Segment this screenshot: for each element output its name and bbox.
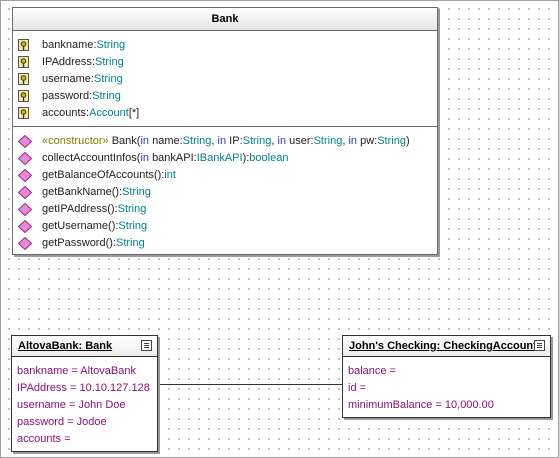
attribute-row[interactable]: password:String — [13, 88, 437, 105]
param-direction: in — [277, 135, 287, 147]
attribute-row[interactable]: username:String — [13, 71, 437, 88]
operations-compartment: «constructor» Bank(in name:String, in IP… — [13, 126, 437, 256]
operation-row[interactable]: getUsername():String — [13, 218, 437, 235]
operation-row[interactable]: getBalanceOfAccounts():int — [13, 167, 437, 184]
pink-diamond-operation-icon — [18, 135, 32, 148]
pink-diamond-operation-icon — [18, 220, 32, 233]
attribute-row[interactable]: accounts:Account[*] — [13, 105, 437, 122]
attribute-name: bankname — [42, 39, 94, 51]
param-type: String — [313, 135, 343, 147]
operation-close: ): — [242, 152, 250, 164]
param-direction: in — [140, 152, 149, 164]
pink-diamond-operation-icon — [18, 169, 32, 182]
instance-johns-checking[interactable]: John's Checking: CheckingAccount balance… — [342, 335, 551, 418]
return-type: String — [122, 186, 151, 198]
slot-row[interactable]: bankname = AltovaBank — [17, 365, 136, 377]
return-type: String — [115, 237, 145, 249]
operation-name: Bank( — [111, 135, 141, 147]
pink-diamond-operation-icon — [18, 152, 32, 165]
instance-link[interactable] — [157, 384, 343, 385]
param-type: IBankAPI — [196, 152, 243, 164]
attribute-name: accounts — [42, 107, 87, 119]
param-name: bankAPI: — [152, 152, 197, 164]
operation-row[interactable]: «constructor» Bank(in name:String, in IP… — [13, 133, 437, 150]
operation-name: getPassword(): — [42, 237, 116, 249]
slot-row[interactable]: username = John Doe — [17, 399, 126, 411]
operation-row[interactable]: getPassword():String — [13, 235, 437, 252]
compartment-toggle-icon[interactable] — [141, 340, 152, 351]
class-bank-title: Bank — [13, 8, 437, 31]
param-type: String — [377, 135, 406, 147]
pink-diamond-operation-icon — [18, 203, 32, 216]
attribute-type: Account — [89, 107, 129, 119]
attribute-row[interactable]: IPAddress:String — [13, 54, 437, 71]
param-direction: in — [348, 135, 358, 147]
instance-slots: balance = id = minimumBalance = 10,000.0… — [343, 357, 550, 418]
instance-checking-header: John's Checking: CheckingAccount — [343, 336, 550, 357]
operation-row[interactable]: getBankName():String — [13, 184, 437, 201]
key-property-icon — [18, 73, 29, 85]
operation-name: collectAccountInfos( — [42, 152, 141, 164]
param-type: String — [242, 135, 272, 147]
param-name: pw: — [360, 135, 378, 147]
instance-title: John's Checking: CheckingAccount — [349, 340, 537, 352]
attribute-row[interactable]: bankname:String — [13, 37, 437, 54]
operation-name: getBankName(): — [42, 186, 123, 198]
key-property-icon — [18, 107, 29, 119]
slot-row[interactable]: id = — [348, 382, 367, 394]
return-type: String — [118, 220, 148, 232]
param-type: String — [182, 135, 212, 147]
operation-name: getBalanceOfAccounts(): — [42, 169, 165, 181]
attribute-name: password — [42, 90, 90, 102]
slot-row[interactable]: IPAddress = 10.10.127.128 — [17, 382, 150, 394]
slot-row[interactable]: minimumBalance = 10,000.00 — [348, 399, 494, 411]
attribute-type: String — [96, 39, 126, 51]
param-direction: in — [217, 135, 227, 147]
operation-name: getIPAddress(): — [42, 203, 118, 215]
attribute-name: username — [42, 73, 91, 85]
param-direction: in — [140, 135, 150, 147]
attribute-type: String — [92, 90, 121, 102]
slot-row[interactable]: accounts = — [17, 433, 71, 445]
attribute-type: String — [95, 56, 124, 68]
param-name: user: — [289, 135, 314, 147]
instance-altovabank[interactable]: AltovaBank: Bank bankname = AltovaBank I… — [11, 335, 158, 452]
compartment-toggle-icon[interactable] — [534, 340, 545, 351]
param-name: IP: — [229, 135, 243, 147]
operation-stereotype: «constructor» — [42, 135, 109, 147]
operation-row[interactable]: getIPAddress():String — [13, 201, 437, 218]
attribute-type: String — [93, 73, 123, 85]
key-property-icon — [18, 39, 29, 51]
key-property-icon — [18, 90, 29, 102]
pink-diamond-operation-icon — [18, 237, 32, 250]
pink-diamond-operation-icon — [18, 186, 32, 199]
return-type: boolean — [249, 152, 289, 164]
slot-row[interactable]: balance = — [348, 365, 397, 377]
instance-altovabank-header: AltovaBank: Bank — [12, 336, 157, 357]
return-type: int — [164, 169, 176, 181]
instance-slots: bankname = AltovaBank IPAddress = 10.10.… — [12, 357, 157, 452]
instance-title: AltovaBank: Bank — [18, 340, 113, 352]
key-property-icon — [18, 56, 29, 68]
operation-name: getUsername(): — [42, 220, 119, 232]
return-type: String — [117, 203, 147, 215]
operation-row[interactable]: collectAccountInfos(in bankAPI:IBankAPI)… — [13, 150, 437, 167]
attribute-name: IPAddress — [42, 56, 92, 68]
operation-close: ) — [405, 135, 410, 147]
attributes-compartment: bankname:String IPAddress:String usernam… — [13, 31, 437, 126]
attribute-multiplicity: [*] — [128, 107, 140, 119]
param-name: name: — [152, 135, 183, 147]
slot-row[interactable]: password = Jodoe — [17, 416, 107, 428]
class-bank[interactable]: Bank bankname:String IPAddress:String us… — [12, 7, 438, 255]
